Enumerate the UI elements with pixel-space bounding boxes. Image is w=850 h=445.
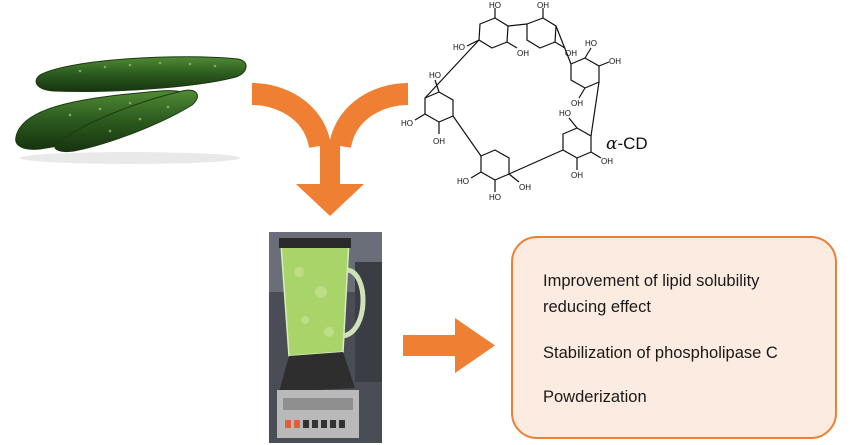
blender-image xyxy=(269,232,382,443)
alpha-cd-label: α-CD xyxy=(606,134,648,154)
group-label: OH xyxy=(537,2,549,10)
group-label: HO xyxy=(489,193,501,202)
group-label: OH xyxy=(433,137,445,146)
group-label: OH xyxy=(601,157,613,166)
group-label: OH xyxy=(519,183,531,192)
group-label: HO xyxy=(559,109,571,118)
alpha-cd-structure: HO HO OH OH OH HO OH OH HO OH OH HO OH H… xyxy=(401,2,621,202)
group-label: OH xyxy=(517,49,529,58)
effect-reducing: reducing effect xyxy=(543,298,651,316)
group-label: HO xyxy=(457,177,469,186)
cucumbers-image xyxy=(15,56,247,164)
alpha-symbol: α xyxy=(606,134,618,154)
merge-arrow xyxy=(251,83,409,216)
effect-powderization: Powderization xyxy=(543,388,647,406)
group-label: OH xyxy=(565,49,577,58)
cd-suffix: -CD xyxy=(617,134,648,153)
group-label: HO xyxy=(585,39,597,48)
group-label: HO xyxy=(401,119,413,128)
effect-stabilization: Stabilization of phospholipase C xyxy=(543,344,778,362)
group-label: HO xyxy=(453,43,465,52)
right-arrow xyxy=(403,318,495,373)
group-label: OH xyxy=(571,99,583,108)
effects-box: Improvement of lipid solubility reducing… xyxy=(511,236,837,439)
effect-lipid-solubility: Improvement of lipid solubility xyxy=(543,272,760,290)
group-label: OH xyxy=(571,171,583,180)
group-label: HO xyxy=(429,71,441,80)
group-label: HO xyxy=(489,2,501,10)
group-label: OH xyxy=(609,57,621,66)
